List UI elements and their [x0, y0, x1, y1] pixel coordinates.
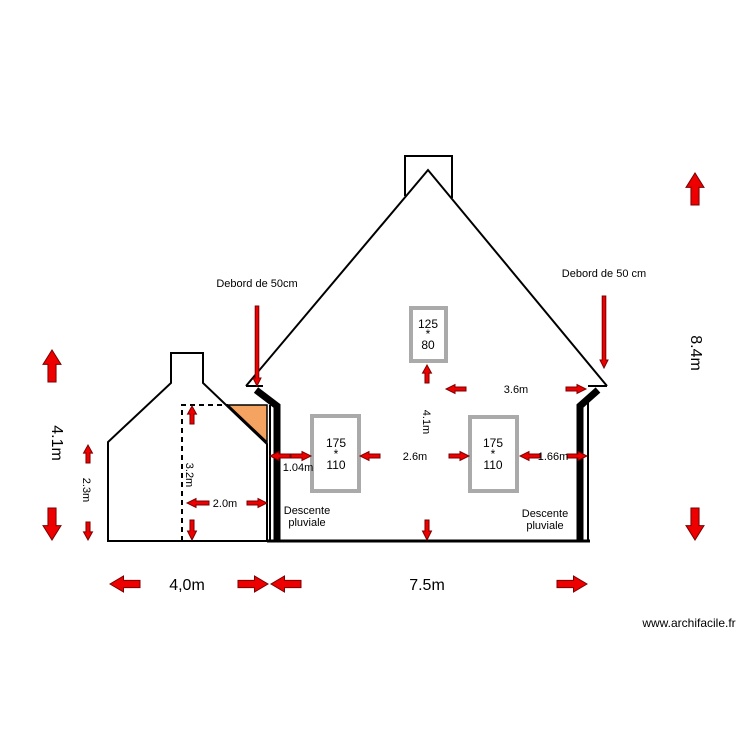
- arrow-left-height-up-icon: [42, 349, 62, 383]
- arrow-total-height-up-icon: [685, 172, 705, 206]
- arrow-main-width-left-icon: [270, 575, 302, 593]
- arrow-top-window-left-icon: [444, 383, 467, 395]
- arrow-between-left-icon: [358, 450, 381, 462]
- overhang-left-label: Debord de 50cm: [216, 278, 297, 290]
- arrow-overhang-right-icon: [599, 295, 609, 370]
- arrow-small-height-up-icon: [82, 443, 94, 464]
- arrow-inner-width-left-icon: [185, 497, 210, 509]
- dist-window1-label: 1.04m: [283, 462, 314, 474]
- arrow-top-window-right-icon: [565, 383, 588, 395]
- window-2: 175 * 110: [468, 415, 519, 493]
- dashed-inner-line: [181, 404, 228, 541]
- arrow-overhang-left-icon: [252, 305, 262, 388]
- arrow-total-height-down-icon: [685, 507, 705, 541]
- height-left-label: 4.1m: [48, 425, 65, 461]
- downpipe-right: [576, 387, 601, 541]
- dist-top-window-label: 3.6m: [504, 384, 528, 396]
- height-center-label: 4.1m: [420, 410, 432, 434]
- watermark: www.archifacile.fr: [641, 616, 735, 630]
- arrow-between-right-icon: [448, 450, 471, 462]
- width-small-label: 4,0m: [169, 577, 205, 594]
- window-2-width: 175: [483, 436, 503, 450]
- arrow-left-height-down-icon: [42, 507, 62, 541]
- downpipe-right-label-2: pluviale: [526, 520, 563, 532]
- arrow-main-width-right-icon: [556, 575, 588, 593]
- arrow-center-height-up-icon: [421, 363, 433, 384]
- window-3: 125 * 80: [409, 306, 448, 363]
- window-1: 175 * 110: [310, 414, 361, 493]
- dist-between-windows-label: 2.6m: [403, 451, 427, 463]
- downpipe-left-label-1: Descente: [284, 505, 330, 517]
- window-2-sep: *: [491, 447, 496, 461]
- small-house-outline: [107, 352, 268, 542]
- arrow-inner-height-down-icon: [186, 519, 198, 542]
- dist-window2-label: 1.66m: [538, 451, 569, 463]
- arrow-inner-width-right-icon: [246, 497, 269, 509]
- main-chimney: [404, 155, 453, 198]
- width-inner-label: 2.0m: [213, 498, 237, 510]
- arrow-window2-right-icon: [566, 450, 589, 462]
- downpipe-left-label-2: pluviale: [288, 517, 325, 529]
- arrow-window2-left-icon: [518, 450, 541, 462]
- height-total-label: 8.4m: [687, 335, 704, 371]
- window-1-height: 110: [326, 458, 345, 472]
- height-small-label: 2.3m: [80, 478, 92, 502]
- height-inner-label: 3.2m: [183, 463, 195, 487]
- infill-triangle: [226, 404, 268, 444]
- arrow-small-width-right-icon: [237, 575, 269, 593]
- arrow-center-height-down-icon: [421, 519, 433, 542]
- arrow-window1-right-icon: [290, 450, 313, 462]
- arrow-small-width-left-icon: [109, 575, 141, 593]
- arrow-inner-height-up-icon: [186, 404, 198, 425]
- arrow-window1-left-icon: [268, 450, 291, 462]
- window-2-height: 110: [483, 458, 502, 472]
- main-roof: [245, 168, 608, 387]
- window-1-width: 175: [326, 436, 346, 450]
- overhang-right-label: Debord de 50 cm: [562, 268, 646, 280]
- downpipe-right-label-1: Descente: [522, 508, 568, 520]
- width-main-label: 7.5m: [409, 577, 445, 594]
- window-1-sep: *: [334, 447, 339, 461]
- window-3-width: 125: [418, 317, 438, 331]
- window-3-sep: *: [426, 327, 431, 341]
- arrow-small-height-down-icon: [82, 521, 94, 542]
- downpipe-left: [253, 387, 281, 541]
- window-3-height: 80: [421, 338, 435, 352]
